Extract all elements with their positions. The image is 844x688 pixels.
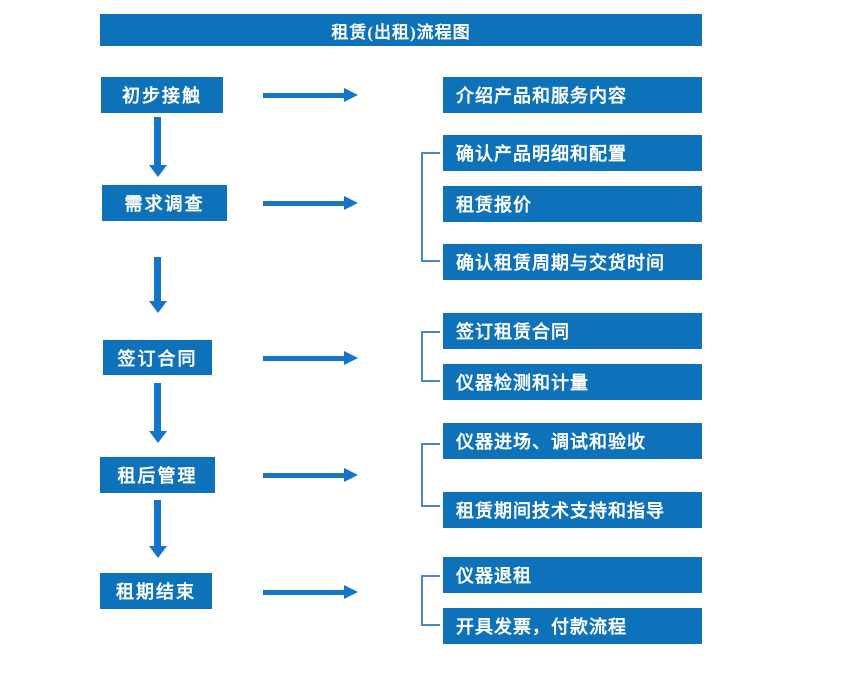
group-bracket (421, 152, 440, 262)
stage-post-rental-management: 租后管理 (100, 457, 215, 493)
group-bracket (421, 575, 440, 626)
detail-invoice-payment: 开具发票，付款流程 (443, 608, 702, 644)
right-arrow-icon (263, 585, 358, 599)
stage-initial-contact: 初步接触 (101, 77, 223, 113)
right-arrow-icon (263, 88, 358, 102)
stage-sign-contract: 签订合同 (103, 340, 212, 375)
down-arrow-icon (149, 500, 167, 558)
down-arrow-icon (149, 257, 167, 313)
group-bracket (421, 443, 440, 507)
right-arrow-icon (263, 196, 358, 210)
detail-tech-support: 租赁期间技术支持和指导 (443, 492, 702, 528)
detail-instrument-setup-acceptance: 仪器进场、调试和验收 (443, 423, 702, 459)
down-arrow-icon (149, 117, 167, 177)
right-arrow-icon (263, 351, 358, 365)
group-bracket (421, 331, 440, 382)
detail-confirm-period-delivery: 确认租赁周期与交货时间 (443, 244, 702, 280)
flowchart-title: 租赁(出租)流程图 (100, 14, 702, 46)
right-arrow-icon (263, 468, 358, 482)
detail-intro-products-services: 介绍产品和服务内容 (443, 77, 702, 113)
stage-demand-survey: 需求调查 (102, 185, 227, 221)
detail-instrument-testing: 仪器检测和计量 (443, 364, 702, 400)
detail-rental-quote: 租赁报价 (443, 186, 702, 222)
down-arrow-icon (149, 383, 167, 443)
detail-confirm-product-config: 确认产品明细和配置 (443, 135, 702, 171)
detail-instrument-return: 仪器退租 (443, 557, 702, 593)
detail-sign-rental-contract: 签订租赁合同 (443, 313, 702, 349)
stage-rental-end: 租期结束 (100, 573, 212, 609)
